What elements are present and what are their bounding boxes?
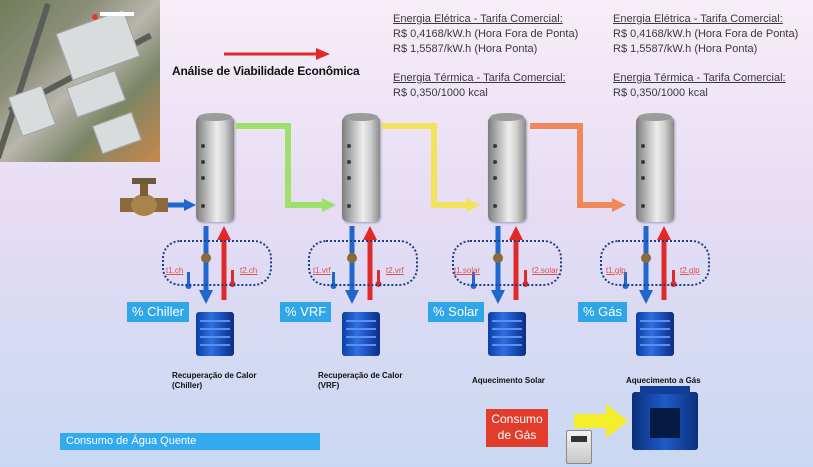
sensor-box [600, 240, 710, 286]
stage-caption-solar: Aquecimento Solar [472, 376, 545, 386]
temp-label-t1: t1.vrf [313, 266, 331, 275]
tariff-electric-header: Energia Elétrica - Tarifa Comercial: [613, 13, 783, 25]
gas-box-line: Consumo [491, 412, 543, 426]
pipe-valve-icon [641, 253, 651, 263]
tariff-thermal-header: Energia Térmica - Tarifa Comercial: [393, 72, 566, 84]
caption-line: Recuperação de Calor [318, 371, 403, 380]
gas-arrow-icon [606, 404, 628, 438]
hot-arrow-icon [657, 226, 671, 240]
tariff-electric-line: R$ 0,4168/kW.h (Hora Fora de Ponta) [613, 28, 799, 40]
pipe-valve-icon [347, 253, 357, 263]
stage-caption-gas: Aquecimento a Gás [626, 376, 701, 386]
temp-label-t2: t2.solar [532, 266, 559, 275]
pct-box-gas: % Gás [578, 302, 628, 322]
caption-line: Aquecimento a Gás [626, 376, 701, 385]
flow-line-orange [530, 123, 614, 208]
hot-arrow-icon [363, 226, 377, 240]
stage-caption-vrf: Recuperação de Calor (VRF) [318, 371, 402, 391]
heat-exchanger-icon [636, 312, 674, 356]
hot-arrow-icon [509, 226, 523, 240]
tariff-thermal-header: Energia Térmica - Tarifa Comercial: [613, 72, 786, 84]
caption-line: Aquecimento Solar [472, 376, 545, 385]
tariff-electric-line: R$ 1,5587/kW.h (Hora Ponta) [613, 43, 758, 55]
flow-line-yellow [382, 123, 468, 208]
tariff-block-2: Energia Elétrica - Tarifa Comercial: R$ … [613, 12, 798, 101]
gas-box-line: de Gás [497, 428, 537, 442]
caption-line: (Chiller) [172, 381, 203, 390]
gas-meter-icon [566, 430, 592, 464]
caption-line: Recuperação de Calor [172, 371, 257, 380]
storage-tank [636, 113, 674, 222]
sensor-box [162, 240, 272, 286]
tariff-thermal-line: R$ 0,350/1000 kcal [613, 87, 708, 99]
tariff-block-1: Energia Elétrica - Tarifa Comercial: R$ … [393, 12, 578, 101]
pipe-valve-icon [493, 253, 503, 263]
flow-arrowhead-yellow [466, 198, 480, 212]
heat-exchanger-icon [342, 312, 380, 356]
cold-arrow-icon [345, 290, 359, 304]
heat-exchanger-icon [196, 312, 234, 356]
tariff-thermal-line: R$ 0,350/1000 kcal [393, 87, 488, 99]
pct-box-vrf: % VRF [280, 302, 332, 322]
caption-line: (VRF) [318, 381, 340, 390]
flow-arrowhead-orange [612, 198, 626, 212]
hot-water-consumption-label: Consumo de Água Quente [60, 433, 320, 450]
pipe-valve-icon [201, 253, 211, 263]
pct-box-solar: % Solar [428, 302, 484, 322]
temp-label-t1: t1.solar [454, 266, 481, 275]
tariff-electric-line: R$ 1,5587/kW.h (Hora Ponta) [393, 43, 538, 55]
storage-tank [342, 113, 380, 222]
cold-arrow-icon [199, 290, 213, 304]
storage-tank [196, 113, 234, 222]
flow-arrowhead-green [322, 198, 336, 212]
sensor-box [308, 240, 418, 286]
red-arrow-icon [224, 48, 330, 60]
pct-box-chiller: % Chiller [127, 302, 190, 322]
tariff-electric-header: Energia Elétrica - Tarifa Comercial: [393, 13, 563, 25]
aerial-photo [0, 0, 160, 162]
temp-label-t1: t1.ch [166, 266, 184, 275]
cold-arrow-icon [491, 290, 505, 304]
sensor-box [452, 240, 562, 286]
cold-arrow-icon [639, 290, 653, 304]
location-pin-icon [92, 14, 98, 20]
temp-label-t2: t2.ch [240, 266, 258, 275]
temp-label-t1: t1.glp [606, 266, 626, 275]
temp-label-t2: t2.glp [680, 266, 700, 275]
gas-heater-icon [632, 386, 698, 450]
hot-arrow-icon [217, 226, 231, 240]
tariff-electric-line: R$ 0,4168/kW.h (Hora Fora de Ponta) [393, 28, 579, 40]
stage-caption-chiller: Recuperação de Calor (Chiller) [172, 371, 256, 391]
page-title: Análise de Viabilidade Econômica [172, 64, 360, 78]
inlet-valve-icon [120, 178, 168, 216]
gas-consumption-box: Consumo de Gás [486, 409, 548, 447]
flow-line-green [236, 123, 324, 208]
temp-label-t2: t2.vrf [386, 266, 404, 275]
heat-exchanger-icon [488, 312, 526, 356]
inlet-arrow-icon [184, 199, 196, 211]
storage-tank [488, 113, 526, 222]
